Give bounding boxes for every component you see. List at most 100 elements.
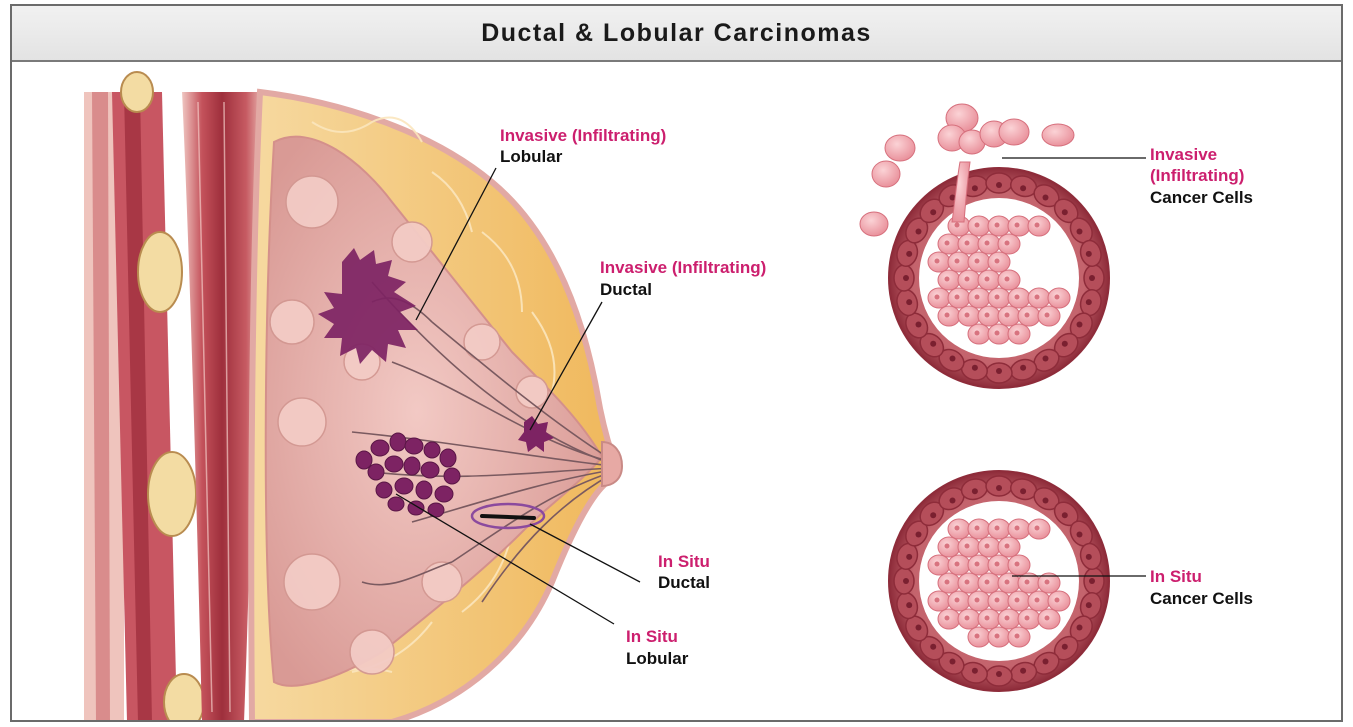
- cell-nucleus: [1089, 275, 1095, 281]
- cell-nucleus: [935, 562, 940, 567]
- cell-nucleus: [1035, 295, 1040, 300]
- label-invasive-ductal-qualifier: Invasive (Infiltrating): [600, 258, 766, 277]
- cell-nucleus: [935, 598, 940, 603]
- in-situ-ductal-segment: [482, 516, 534, 518]
- cell-nucleus: [1062, 512, 1068, 518]
- cell-nucleus: [996, 485, 1002, 491]
- cell-nucleus: [1089, 578, 1095, 584]
- cell-nucleus: [950, 356, 956, 362]
- cell-nucleus: [930, 209, 936, 215]
- cell-nucleus: [995, 598, 1000, 603]
- cell-nucleus: [1020, 668, 1026, 674]
- diagram-title: Ductal & Lobular Carcinomas: [481, 19, 872, 48]
- cell-nucleus: [930, 341, 936, 347]
- invasive-duct-cross-section: [860, 104, 1109, 388]
- cell-nucleus: [972, 365, 978, 371]
- cell-nucleus: [1062, 341, 1068, 347]
- cell-nucleus: [1086, 602, 1092, 608]
- cell-nucleus: [1035, 526, 1040, 531]
- cell-nucleus: [965, 241, 970, 246]
- diagram-frame: Ductal & Lobular Carcinomas: [10, 4, 1343, 722]
- cell-nucleus: [965, 313, 970, 318]
- cell-nucleus: [935, 259, 940, 264]
- cell-nucleus: [975, 526, 980, 531]
- cell-nucleus: [1020, 185, 1026, 191]
- cell-nucleus: [975, 331, 980, 336]
- cell-nucleus: [1043, 195, 1049, 201]
- cell-nucleus: [1015, 634, 1020, 639]
- cell-nucleus: [975, 295, 980, 300]
- cell-nucleus: [975, 562, 980, 567]
- cell-nucleus: [945, 616, 950, 621]
- cell-nucleus: [985, 616, 990, 621]
- cell-nucleus: [995, 331, 1000, 336]
- cell-nucleus: [985, 580, 990, 585]
- cell-nucleus: [1005, 241, 1010, 246]
- cell-nucleus: [972, 488, 978, 494]
- cell-nucleus: [965, 277, 970, 282]
- cell-nucleus: [1086, 299, 1092, 305]
- label-in-situ-ductal-type: Ductal: [658, 573, 710, 592]
- nipple: [602, 442, 622, 486]
- cell-nucleus: [1077, 625, 1083, 631]
- cell-nucleus: [1015, 223, 1020, 228]
- illustration: Invasive (Infiltrating) Lobular Invasive…: [12, 62, 1341, 722]
- cell-nucleus: [955, 526, 960, 531]
- cell-nucleus: [903, 578, 909, 584]
- cell-nucleus: [906, 299, 912, 305]
- breast-cross-section: [84, 72, 622, 722]
- cell-nucleus: [985, 313, 990, 318]
- cell-nucleus: [1015, 295, 1020, 300]
- cell-nucleus: [930, 644, 936, 650]
- cell-nucleus: [1062, 644, 1068, 650]
- cell-nucleus: [930, 512, 936, 518]
- cell-nucleus: [955, 598, 960, 603]
- label-invasive-cells-qualifier-1: Invasive: [1150, 145, 1217, 164]
- cell-nucleus: [1005, 313, 1010, 318]
- cell-nucleus: [1045, 580, 1050, 585]
- cell-nucleus: [1077, 322, 1083, 328]
- cell-nucleus: [945, 544, 950, 549]
- cell-nucleus: [1020, 365, 1026, 371]
- cell-nucleus: [945, 580, 950, 585]
- cell-nucleus: [1043, 498, 1049, 504]
- cell-nucleus: [1055, 295, 1060, 300]
- cell-nucleus: [916, 532, 922, 538]
- cell-nucleus: [916, 625, 922, 631]
- cell-nucleus: [1035, 598, 1040, 603]
- cell-nucleus: [965, 544, 970, 549]
- cell-nucleus: [1025, 616, 1030, 621]
- cell-nucleus: [985, 277, 990, 282]
- cell-nucleus: [955, 295, 960, 300]
- cell-nucleus: [975, 598, 980, 603]
- label-in-situ-ductal-qualifier: In Situ: [658, 552, 710, 571]
- cell-nucleus: [995, 526, 1000, 531]
- cell-nucleus: [1005, 580, 1010, 585]
- cell-nucleus: [972, 668, 978, 674]
- label-in-situ-lobular-type: Lobular: [626, 649, 689, 668]
- in-situ-duct-cross-section: [889, 471, 1109, 691]
- cell-nucleus: [1035, 223, 1040, 228]
- cell-nucleus: [1062, 209, 1068, 215]
- title-bar: Ductal & Lobular Carcinomas: [12, 6, 1341, 62]
- cell-nucleus: [916, 322, 922, 328]
- cell-nucleus: [1025, 580, 1030, 585]
- rib: [148, 452, 196, 536]
- cell-nucleus: [1015, 331, 1020, 336]
- cell-nucleus: [906, 602, 912, 608]
- cell-nucleus: [1045, 313, 1050, 318]
- rib: [164, 674, 204, 722]
- rib: [138, 232, 182, 312]
- cell-nucleus: [995, 295, 1000, 300]
- cell-nucleus: [903, 275, 909, 281]
- label-invasive-cells-type: Cancer Cells: [1150, 188, 1253, 207]
- cell-nucleus: [955, 562, 960, 567]
- cell-nucleus: [1005, 616, 1010, 621]
- label-invasive-cells-qualifier-2: (Infiltrating): [1150, 166, 1244, 185]
- label-invasive-ductal-type: Ductal: [600, 280, 652, 299]
- label-invasive-lobular-qualifier: Invasive (Infiltrating): [500, 126, 666, 145]
- cell-nucleus: [955, 223, 960, 228]
- cell-nucleus: [1005, 544, 1010, 549]
- cell-nucleus: [1045, 616, 1050, 621]
- cell-nucleus: [1025, 313, 1030, 318]
